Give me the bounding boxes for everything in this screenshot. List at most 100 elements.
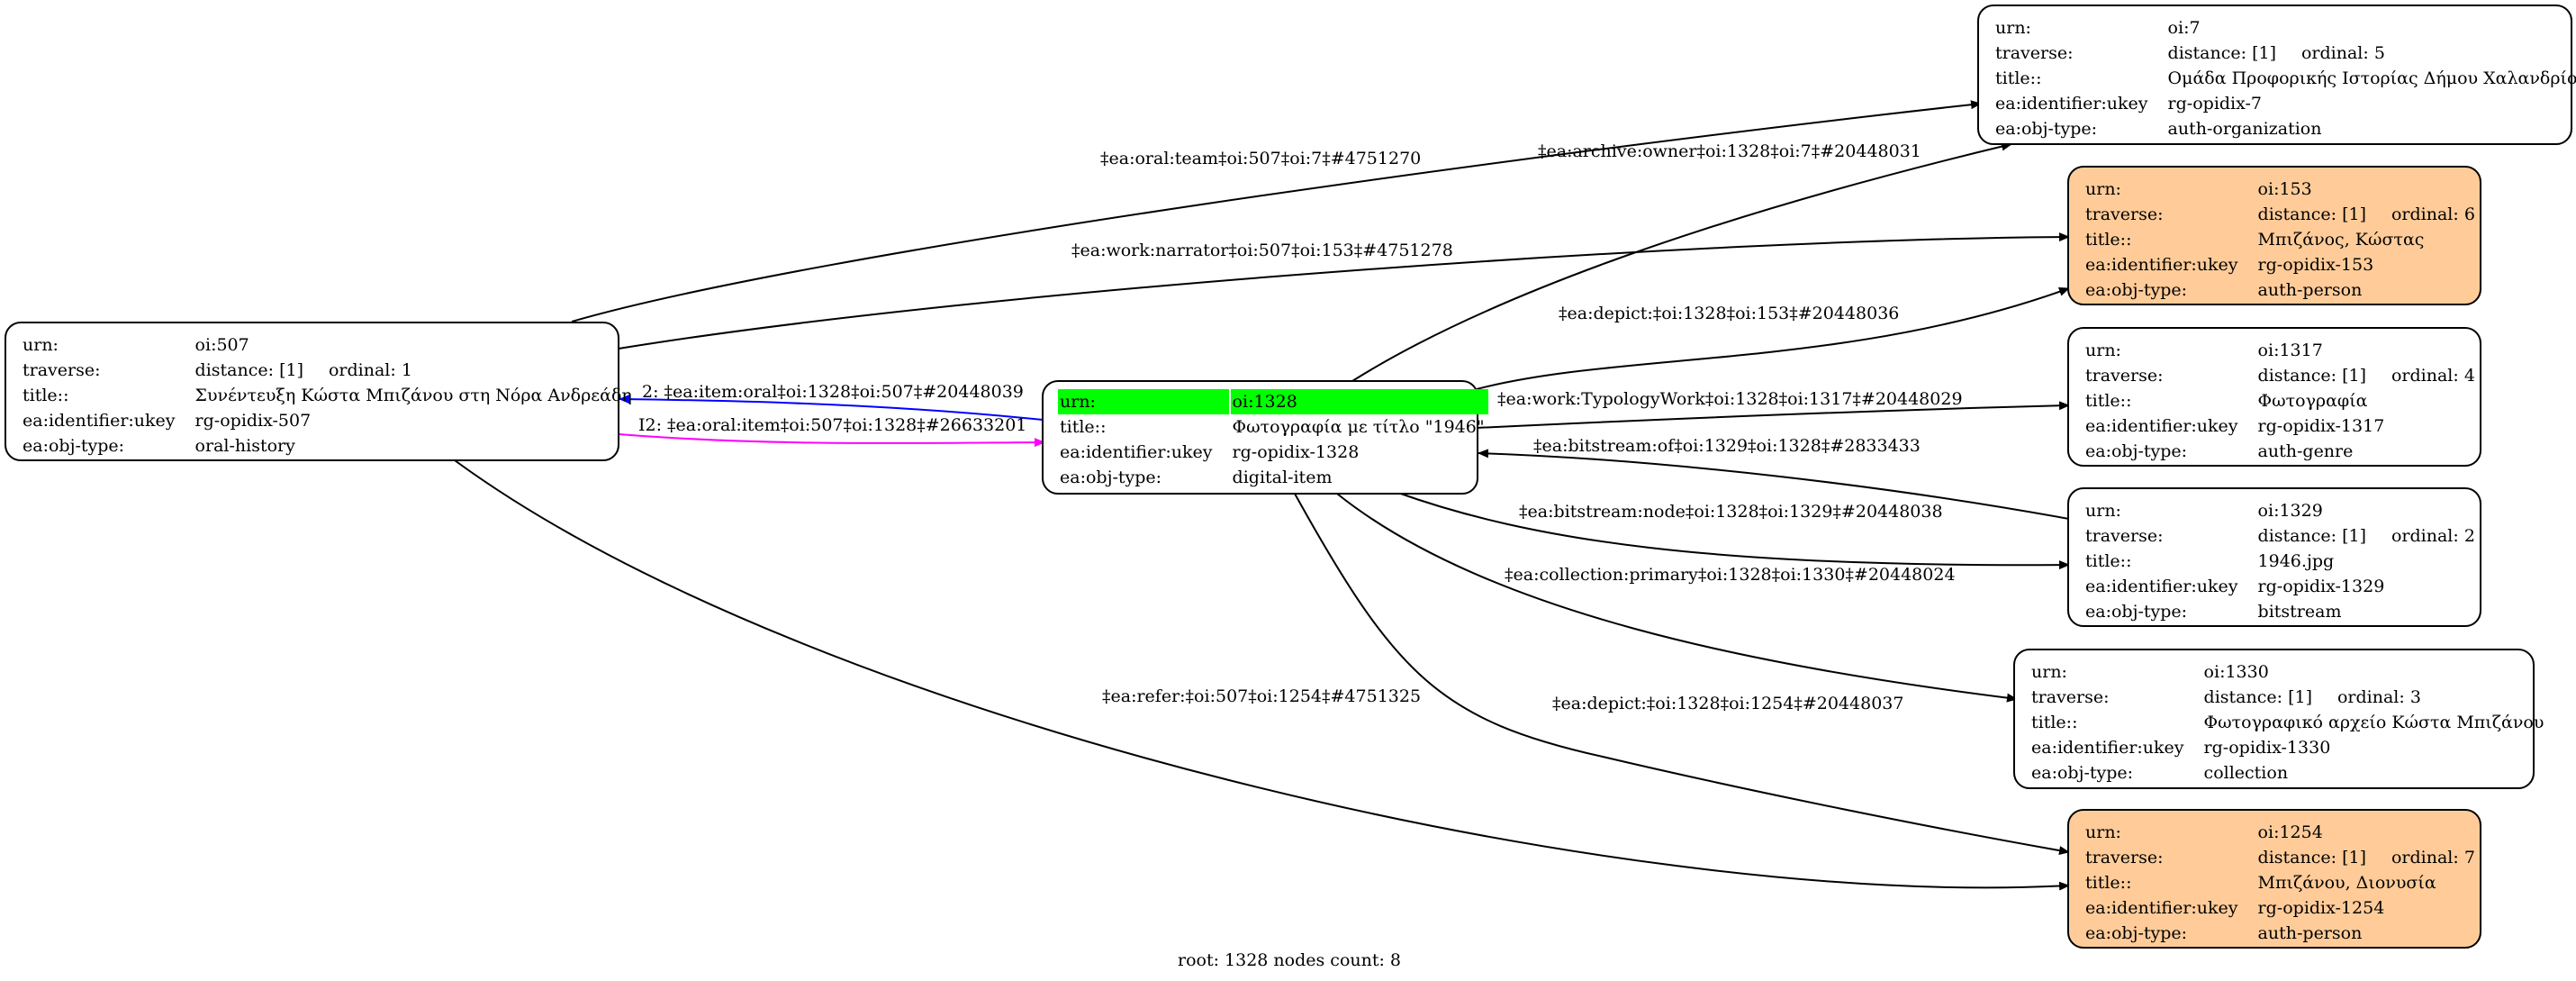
field-key: ea:obj-type: xyxy=(2085,923,2188,943)
field-ukey: rg-opidix-1254 xyxy=(2257,898,2385,918)
node-oi-7[interactable]: urn:oi:7 traverse:distance: [1]ordinal: … xyxy=(1977,5,2576,145)
edge-label-typology: ‡ea:work:TypologyWork‡oi:1328‡oi:1317‡#2… xyxy=(1497,389,1963,409)
field-key: ea:obj-type: xyxy=(23,436,125,456)
field-key: title:: xyxy=(2031,713,2078,732)
field-key: traverse: xyxy=(2085,204,2164,224)
field-title: Μπιζάνος, Κώστας xyxy=(2257,230,2425,250)
field-title: Συνέντευξη Κώστα Μπιζάνου στη Νόρα Ανδρε… xyxy=(194,386,632,405)
field-title: 1946.jpg xyxy=(2257,551,2335,571)
field-objtype: auth-genre xyxy=(2257,441,2354,461)
node-fields: urn: oi:1254 traverse: distance: [1] ordina… xyxy=(2082,820,2481,946)
edge-label-bitstream-node: ‡ea:bitstream:node‡oi:1328‡oi:1329‡#2044… xyxy=(1519,502,1943,522)
edge-oral-item xyxy=(618,433,1045,448)
field-ordinal: ordinal: 7 xyxy=(2391,848,2475,867)
edge-label-bitstream-of: ‡ea:bitstream:of‡oi:1329‡oi:1328‡#283343… xyxy=(1533,436,1921,456)
field-distance: distance: [1] xyxy=(2203,687,2312,707)
field-key: title:: xyxy=(2085,391,2132,411)
edge-label-depict-153: ‡ea:depict:‡oi:1328‡oi:153‡#20448036 xyxy=(1559,304,1900,323)
node-oi-1317[interactable]: urn:oi:1317 traverse:distance: [1]ordina… xyxy=(2067,327,2481,467)
field-urn: oi:1330 xyxy=(2203,662,2269,682)
edge-typology xyxy=(1476,401,2070,429)
field-title: Ομάδα Προφορικής Ιστορίας Δήμου Χαλανδρί… xyxy=(2167,68,2576,88)
field-ukey: rg-opidix-1330 xyxy=(2203,738,2331,758)
field-key: ea:obj-type: xyxy=(2085,280,2188,300)
field-urn: oi:1254 xyxy=(2257,822,2323,842)
node-oi-507[interactable]: urn:oi:507 traverse:distance: [1]ordinal… xyxy=(5,322,632,461)
field-objtype: auth-organization xyxy=(2167,119,2322,139)
field-objtype: auth-person xyxy=(2257,923,2363,943)
field-distance: distance: [1] xyxy=(2167,43,2276,63)
field-title: Φωτογραφικό αρχείο Κώστα Μπιζάνου xyxy=(2203,713,2544,732)
field-ordinal: ordinal: 1 xyxy=(328,360,412,380)
field-key: title:: xyxy=(1995,68,2042,88)
field-ukey: rg-opidix-1317 xyxy=(2257,416,2385,436)
field-ordinal: ordinal: 6 xyxy=(2391,204,2475,224)
field-key: traverse: xyxy=(2085,526,2164,546)
field-key: ea:obj-type: xyxy=(1060,468,1162,487)
node-fields: urn:oi:153 traverse:distance: [1]ordinal… xyxy=(2082,177,2481,303)
field-key: traverse: xyxy=(2085,848,2164,867)
edge-label-item-oral: 2: ‡ea:item:oral‡oi:1328‡oi:507‡#2044803… xyxy=(642,382,1024,402)
node-oi-1329[interactable]: urn:oi:1329 traverse:distance: [1]ordina… xyxy=(2067,487,2481,627)
field-key: traverse: xyxy=(1995,43,2074,63)
field-key: ea:identifier:ukey xyxy=(2085,898,2238,918)
field-key: title:: xyxy=(2085,873,2132,893)
field-key: ea:identifier:ukey xyxy=(23,411,176,431)
field-key: ea:identifier:ukey xyxy=(1995,94,2148,114)
field-title: Φωτογραφία με τίτλο "1946" xyxy=(1232,417,1485,437)
edge-depict-153 xyxy=(1476,287,2070,390)
root-highlight-row: urn:oi:1328 xyxy=(1058,389,1488,414)
edge-label-work-narrator: ‡ea:work:narrator‡oi:507‡oi:153‡#4751278 xyxy=(1071,241,1453,260)
field-ukey: rg-opidix-1328 xyxy=(1232,442,1360,462)
field-ukey: rg-opidix-1329 xyxy=(2257,577,2385,596)
field-key: ea:identifier:ukey xyxy=(1060,442,1213,462)
field-key: urn: xyxy=(2085,822,2121,842)
node-oi-153[interactable]: urn:oi:153 traverse:distance: [1]ordinal… xyxy=(2067,166,2481,305)
field-objtype: bitstream xyxy=(2257,602,2342,622)
field-distance: distance: [1] xyxy=(2257,204,2366,224)
field-key: title:: xyxy=(1060,417,1107,437)
node-oi-1254[interactable]: urn: oi:1254 traverse: distance: [1] ordina… xyxy=(2067,809,2481,949)
node-fields: urn:oi:1328 title::Φωτογραφία με τίτλο "… xyxy=(1056,389,1490,490)
field-ordinal: ordinal: 3 xyxy=(2336,687,2421,707)
field-key: title:: xyxy=(23,386,69,405)
field-key: ea:obj-type: xyxy=(2085,602,2188,622)
field-key: traverse: xyxy=(2085,366,2164,386)
field-distance: distance: [1] xyxy=(2257,848,2366,867)
edge-bitstream-of xyxy=(1478,449,2070,520)
field-key: ea:obj-type: xyxy=(2031,763,2134,783)
field-key: title:: xyxy=(2085,230,2132,250)
field-key: urn: xyxy=(1058,389,1229,414)
field-key: ea:identifier:ukey xyxy=(2085,577,2238,596)
field-objtype: digital-item xyxy=(1232,468,1333,487)
edge-depict-1254 xyxy=(1294,493,2070,856)
field-urn: oi:153 xyxy=(2257,179,2312,199)
field-key: traverse: xyxy=(23,360,101,380)
field-ukey: rg-opidix-153 xyxy=(2257,255,2374,275)
field-ordinal: ordinal: 5 xyxy=(2300,43,2385,63)
node-fields: urn:oi:1329 traverse:distance: [1]ordina… xyxy=(2082,498,2481,624)
node-fields: urn:oi:507 traverse:distance: [1]ordinal… xyxy=(19,332,637,459)
field-ukey: rg-opidix-7 xyxy=(2167,94,2263,114)
field-urn: oi:1328 xyxy=(1230,389,1488,414)
node-fields: urn:oi:1317 traverse:distance: [1]ordina… xyxy=(2082,338,2481,464)
edge-label-collection: ‡ea:collection:primary‡oi:1328‡oi:1330‡#… xyxy=(1505,565,1956,585)
edge-refer xyxy=(454,459,2070,891)
edge-work-narrator xyxy=(618,232,2070,350)
edge-bitstream-node xyxy=(1395,491,2070,570)
field-objtype: auth-person xyxy=(2257,280,2363,300)
node-oi-1328-root[interactable]: urn:oi:1328 title::Φωτογραφία με τίτλο "… xyxy=(1042,380,1488,495)
edge-archive-owner xyxy=(1351,141,2012,382)
field-key: ea:identifier:ukey xyxy=(2085,255,2238,275)
field-title: Μπιζάνου, Διονυσία xyxy=(2257,873,2436,893)
edge-label-refer: ‡ea:refer:‡oi:507‡oi:1254‡#4751325 xyxy=(1102,686,1422,706)
field-key: ea:identifier:ukey xyxy=(2085,416,2238,436)
field-urn: oi:1317 xyxy=(2257,341,2323,360)
field-key: title:: xyxy=(2085,551,2132,571)
field-urn: oi:1329 xyxy=(2257,501,2323,521)
field-ordinal: ordinal: 4 xyxy=(2391,366,2475,386)
node-oi-1330[interactable]: urn:oi:1330 traverse:distance: [1]ordina… xyxy=(2013,649,2544,789)
edge-label-archive-owner: ‡ea:archive:owner‡oi:1328‡oi:7‡#20448031 xyxy=(1538,141,1921,161)
field-key: ea:identifier:ukey xyxy=(2031,738,2184,758)
